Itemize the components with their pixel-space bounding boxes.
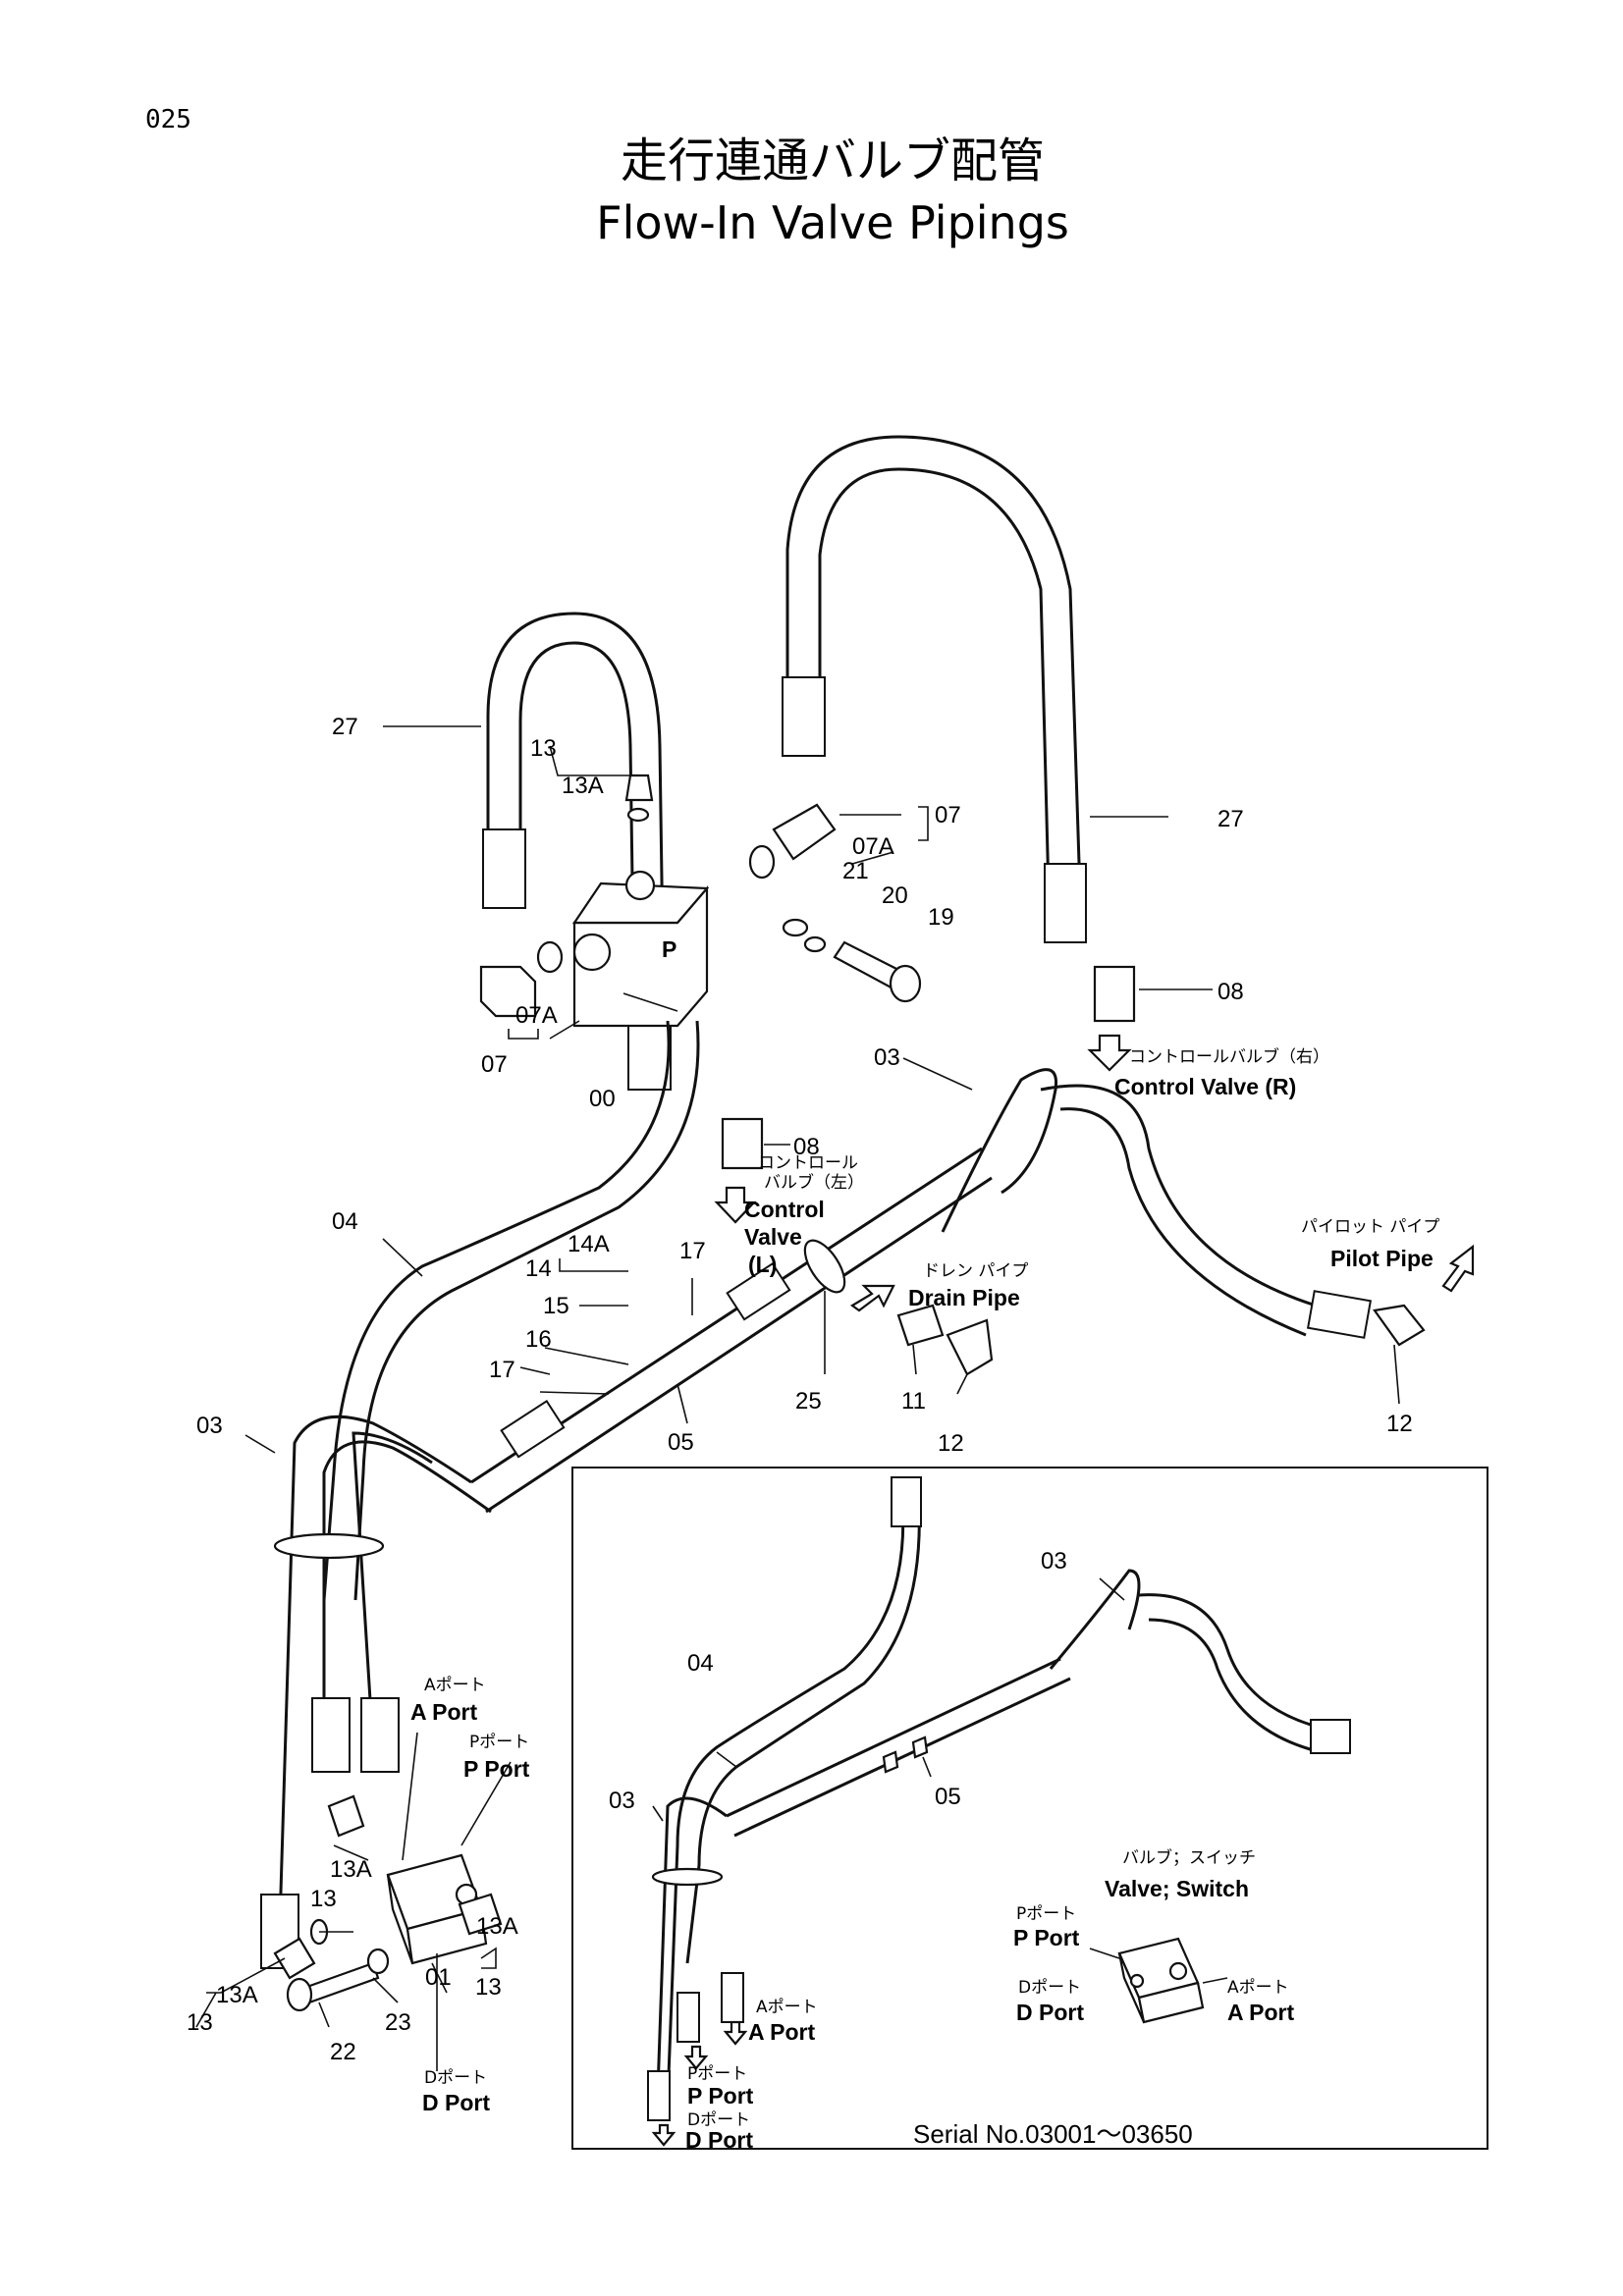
inset-callout-05: 05 — [935, 1784, 961, 1810]
control-valve-left-jp-1: コントロール — [758, 1153, 858, 1173]
control-valve-right-en: Control Valve (R) — [1114, 1074, 1296, 1099]
pilot-pipe-jp: パイロット パイプ — [1301, 1217, 1439, 1237]
d-port-en: D Port — [422, 2090, 490, 2115]
inset-callout-04: 04 — [687, 1650, 714, 1677]
inset-p-port-en: P Port — [1013, 1925, 1080, 1950]
callout-13-left: 13 — [310, 1886, 337, 1912]
flow-in-valve-00: P — [571, 870, 710, 1028]
callout-12-right: 12 — [1386, 1411, 1413, 1437]
drain-pipe-jp: ドレン パイプ — [923, 1261, 1028, 1281]
title-english: Flow-In Valve Pipings — [596, 196, 1069, 249]
callout-03-upper: 03 — [874, 1044, 900, 1071]
leader-lines — [195, 725, 1400, 2071]
callout-27-right: 27 — [1217, 806, 1244, 832]
page-number: 025 — [145, 105, 191, 134]
callout-08-right: 08 — [1217, 979, 1244, 1005]
callout-27-left: 27 — [332, 714, 358, 740]
callout-01: 01 — [425, 1964, 452, 1991]
callout-22: 22 — [330, 2039, 356, 2065]
direction-arrows — [714, 1034, 1475, 1312]
inset-valve-switch-en: Valve; Switch — [1105, 1876, 1249, 1901]
hose-03-left-bundle — [260, 1415, 492, 1969]
inset-frame — [571, 1467, 1488, 2150]
callout-13A-top: 13A — [562, 773, 604, 799]
pipe-05 — [470, 1147, 993, 1514]
control-valve-left-en-2: Valve — [744, 1224, 802, 1250]
control-valve-left-jp-2: バルブ（左） — [764, 1172, 864, 1193]
hose-03-upper-right — [941, 1068, 1426, 1347]
serial-number-range: Serial No.03001～03650 — [913, 2119, 1193, 2149]
fitting-08-right — [1093, 965, 1136, 1023]
callout-07-right: 07 — [935, 802, 961, 828]
callout-07A-left: 07A — [515, 1002, 558, 1029]
bolt-19-washers — [782, 918, 922, 1003]
callout-16: 16 — [525, 1326, 552, 1353]
fitting-13-top — [624, 774, 654, 823]
callout-17-upper: 17 — [679, 1238, 706, 1264]
callout-13-top: 13 — [530, 735, 557, 762]
a-port-en: A Port — [410, 1699, 477, 1725]
callout-17-lower: 17 — [489, 1357, 515, 1383]
inset-hose-d-port-jp: Dポート — [687, 2110, 750, 2130]
callout-07A-right: 07A — [852, 833, 894, 860]
inset-hose-p-port-en: P Port — [687, 2083, 754, 2109]
drain-pipe-en: Drain Pipe — [908, 1285, 1020, 1310]
inset-hose-a-port-jp: Aポート — [756, 1998, 818, 2017]
control-valve-left-en-3: (L) — [748, 1252, 777, 1277]
inset-valve-switch-jp: バルブ；スイッチ — [1122, 1847, 1256, 1868]
callout-13-right: 13 — [475, 1974, 502, 2001]
inset-leaders — [651, 1577, 1228, 2147]
inset-d-port-en: D Port — [1016, 2000, 1084, 2025]
callout-21: 21 — [842, 858, 869, 884]
inset-hose-a-port-en: A Port — [748, 2019, 815, 2045]
inset-callout-03-left: 03 — [609, 1788, 635, 1814]
callout-07-left: 07 — [481, 1051, 508, 1078]
inset-switch-valve — [1117, 1937, 1205, 2024]
title-japanese: 走行連通バルブ配管 — [621, 133, 1045, 188]
callout-23: 23 — [385, 2009, 411, 2036]
inset-hose-d-port-en: D Port — [685, 2127, 753, 2153]
p-port-jp: Pポート — [469, 1733, 529, 1752]
a-port-jp: Aポート — [424, 1676, 486, 1695]
bolt-22 — [286, 1948, 390, 2012]
inset-callout-03-upper: 03 — [1041, 1548, 1067, 1575]
inset-hoses — [647, 1476, 1351, 2121]
callout-13-bottom: 13 — [187, 2009, 213, 2036]
fitting-07-left — [479, 940, 564, 1018]
callout-20: 20 — [882, 882, 908, 909]
callout-11: 11 — [901, 1388, 926, 1415]
p-port-en: P Port — [463, 1756, 530, 1782]
pilot-pipe-en: Pilot Pipe — [1330, 1246, 1434, 1271]
fitting-08-left — [721, 1117, 764, 1170]
callout-00: 00 — [589, 1086, 616, 1112]
callout-15: 15 — [543, 1293, 569, 1319]
callout-13A-right: 13A — [476, 1913, 518, 1940]
callout-08-left: 08 — [793, 1134, 820, 1160]
inset-a-port-jp: Aポート — [1227, 1978, 1289, 1998]
fitting-07-right — [748, 803, 837, 880]
inset-d-port-jp: Dポート — [1018, 1978, 1081, 1998]
hose-27-right — [782, 435, 1087, 943]
callout-03-left: 03 — [196, 1413, 223, 1439]
callout-19: 19 — [928, 904, 954, 931]
hose-04 — [322, 1020, 671, 1601]
callout-13A-left: 13A — [330, 1856, 372, 1883]
callout-14: 14 — [525, 1255, 552, 1282]
fittings-13-bottom — [273, 1794, 503, 1980]
callout-13A-bottom: 13A — [216, 1982, 258, 2008]
inset-a-port-en: A Port — [1227, 2000, 1294, 2025]
callout-12-center: 12 — [938, 1430, 964, 1457]
valve-port-p-mark: P — [662, 936, 676, 962]
fittings-11-12 — [896, 1304, 994, 1376]
control-valve-right-jp: コントロールバルブ（右） — [1129, 1046, 1329, 1067]
callout-14A: 14A — [568, 1231, 610, 1257]
d-port-jp: Dポート — [424, 2068, 487, 2088]
callout-05: 05 — [668, 1429, 694, 1456]
callout-25: 25 — [795, 1388, 822, 1415]
control-valve-left-en-1: Control — [744, 1197, 825, 1222]
inset-p-port-jp: Pポート — [1016, 1904, 1076, 1924]
callout-04: 04 — [332, 1208, 358, 1235]
inset-hose-p-port-jp: Pポート — [687, 2064, 747, 2084]
